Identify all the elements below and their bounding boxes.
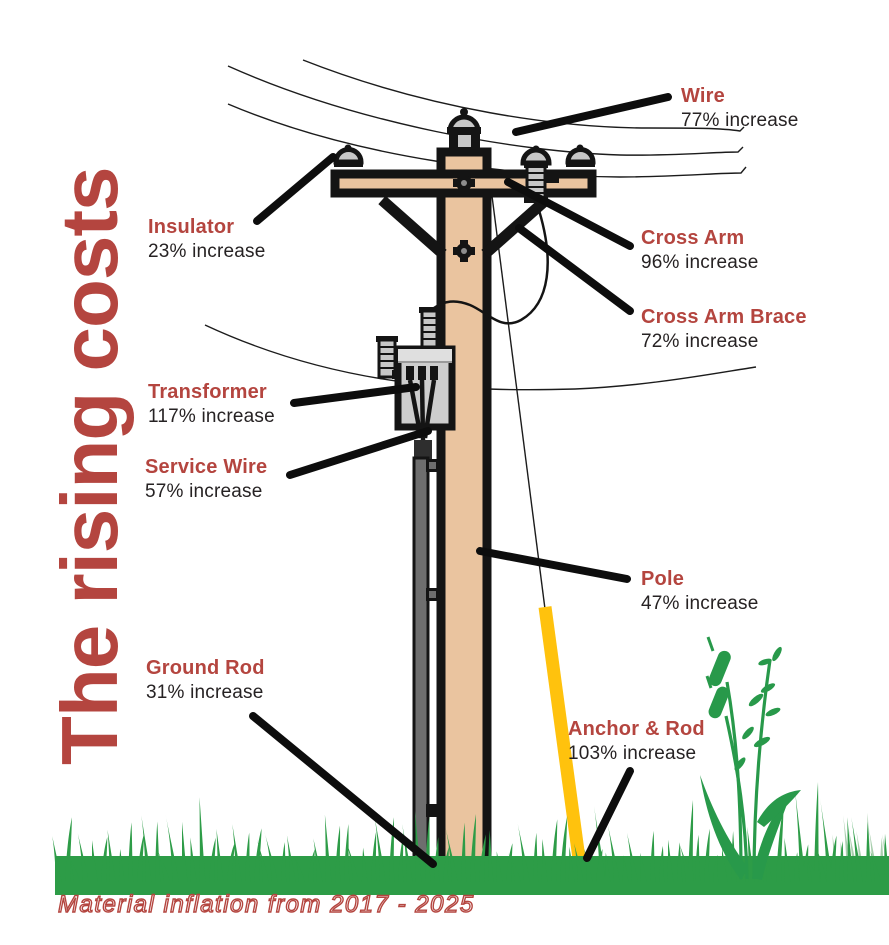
component-name: Service Wire (145, 456, 268, 478)
pole-callout-line (476, 547, 631, 583)
bushing-ribs (379, 346, 395, 369)
pole-assembly (330, 108, 597, 884)
component-name: Anchor & Rod (568, 718, 705, 740)
component-name: Cross Arm (641, 227, 745, 249)
page-title: The rising costs (45, 167, 134, 765)
label-wire: Wire 77% increase (681, 84, 799, 133)
ground-conduit (412, 440, 439, 877)
component-increase: 96% increase (641, 252, 759, 273)
guy-wire (491, 195, 546, 610)
component-increase: 23% increase (148, 241, 266, 262)
cutout-dome (520, 147, 552, 166)
label-ground-rod: Ground Rod 31% increase (146, 656, 265, 705)
wire-callout-line (512, 93, 672, 136)
insulator-base (447, 127, 481, 134)
component-increase: 57% increase (145, 481, 263, 502)
insulator-dome (333, 147, 364, 165)
label-cross-arm-brace: Cross Arm Brace 72% increase (641, 305, 807, 354)
bolt (453, 240, 475, 262)
cattail-plant (700, 636, 801, 880)
footer-caption: Material inflation from 2017 - 2025 (57, 890, 475, 918)
label-transformer: Transformer 117% increase (148, 380, 275, 429)
component-increase: 47% increase (641, 593, 759, 614)
component-name: Insulator (148, 216, 235, 238)
service-wire-callout-line (286, 427, 432, 479)
grass (52, 636, 889, 895)
component-name: Cross Arm Brace (641, 306, 807, 328)
label-insulator: Insulator 23% increase (148, 215, 266, 264)
label-service-wire: Service Wire 57% increase (145, 455, 267, 504)
terminal (418, 366, 426, 380)
bolt (453, 172, 475, 194)
bushing-top (420, 309, 439, 351)
component-name: Pole (641, 568, 685, 590)
insulator-dome (565, 147, 596, 165)
cutout-bracket (545, 176, 559, 183)
grass-blades (52, 782, 889, 882)
insulator-base (334, 160, 363, 167)
conduit-clamp-inner (429, 462, 436, 469)
span-wire-2 (227, 65, 744, 156)
insulator-right (565, 144, 596, 167)
cross-arm-callout-line (504, 178, 634, 250)
cutout-cap-top (524, 162, 548, 168)
cross-arm-brace-left (378, 195, 447, 259)
component-name: Transformer (148, 381, 267, 403)
conduit-clamp (426, 804, 439, 817)
label-cross-arm: Cross Arm 96% increase (641, 226, 759, 275)
transformer-callout-line (290, 383, 420, 407)
component-increase: 72% increase (641, 331, 759, 352)
insulator-pin (460, 108, 468, 116)
bushing-ribs (422, 317, 437, 340)
insulator-base (566, 160, 595, 167)
component-increase: 117% increase (148, 406, 275, 427)
insulator-left (333, 144, 364, 167)
pole-bolts (453, 172, 475, 262)
pole-cap-inner (458, 135, 471, 147)
component-name: Wire (681, 85, 725, 107)
cross-arm-brace-callout-line (515, 224, 634, 315)
callout-lines (249, 93, 672, 868)
anchor-rod-callout-line (583, 767, 634, 862)
cattail-heads (705, 636, 731, 719)
ground-rod-callout-line (249, 712, 437, 868)
component-increase: 77% increase (681, 110, 799, 131)
conduit-pipe (412, 456, 430, 877)
terminal (430, 366, 438, 380)
label-anchor-rod: Anchor & Rod 103% increase (568, 717, 705, 766)
anchor-rod (538, 606, 587, 867)
span-wire-lower (204, 324, 757, 391)
conduit-clamp-inner (429, 591, 436, 598)
component-increase: 31% increase (146, 682, 264, 703)
transformer (376, 307, 456, 441)
transformer-lid (398, 349, 452, 362)
cattail-leaves (700, 646, 801, 880)
terminal (406, 366, 414, 380)
component-increase: 103% increase (568, 743, 697, 764)
component-name: Ground Rod (146, 657, 265, 679)
insulator-callout-line (253, 153, 337, 225)
span-wire-1 (302, 59, 745, 132)
label-pole: Pole 47% increase (641, 567, 759, 616)
jumper-wire (433, 203, 549, 325)
